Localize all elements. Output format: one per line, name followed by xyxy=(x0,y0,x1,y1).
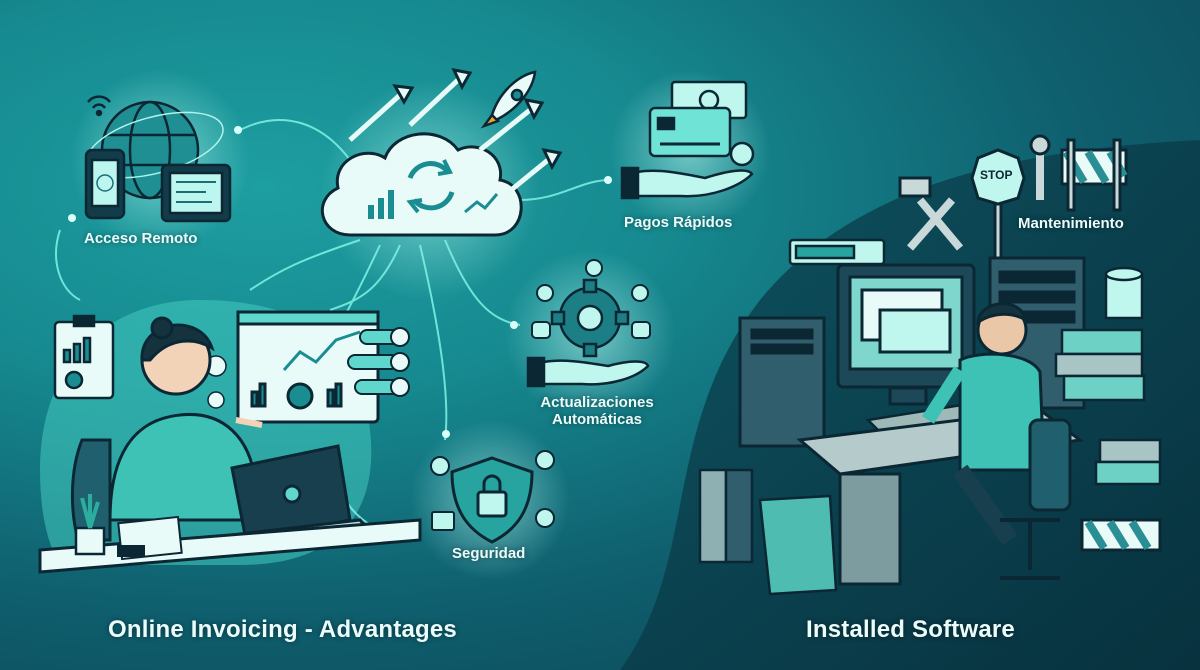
shield-icon xyxy=(450,456,534,544)
wrench-icon xyxy=(1029,134,1051,200)
binder-stack xyxy=(1054,328,1146,402)
database-icon xyxy=(1104,266,1144,320)
invoice-tags xyxy=(347,327,410,397)
woman-figure xyxy=(108,316,263,522)
hand-updates-icon xyxy=(526,356,650,388)
phone-icon xyxy=(84,148,126,220)
office-chair xyxy=(1000,418,1072,580)
wifi-icon xyxy=(87,95,111,117)
gear-icon xyxy=(550,278,630,358)
auto-updates-line1: Actualizaciones xyxy=(540,394,654,411)
robot-icon xyxy=(531,321,651,339)
barricade-bottom-icon xyxy=(1080,518,1162,552)
trend-arrow-icon xyxy=(464,193,499,214)
report-clipboard-icon xyxy=(53,314,115,400)
tools-icon xyxy=(898,176,964,251)
barricade-icon xyxy=(1060,138,1128,212)
online-invoicing-caption: Online Invoicing - Advantages xyxy=(108,616,457,643)
remote-access-label: Acceso Remoto xyxy=(84,230,198,247)
sync-icon xyxy=(406,159,455,214)
check-security-icons xyxy=(430,450,555,528)
check-icons xyxy=(536,259,649,302)
hand-icon xyxy=(620,166,754,200)
man-figure xyxy=(922,302,1046,546)
fast-payments-label: Pagos Rápidos xyxy=(624,214,733,231)
papers-icon xyxy=(117,515,183,561)
old-monitor xyxy=(836,263,976,406)
progress-bar xyxy=(788,238,886,266)
stop-sign-icon xyxy=(970,148,1026,286)
auto-updates-label: Actualizaciones Automáticas xyxy=(522,394,672,428)
coin-icon xyxy=(729,141,755,167)
file-folders-icon xyxy=(698,468,838,596)
credit-card-icon xyxy=(648,106,732,158)
desktop-tower xyxy=(738,316,826,448)
stop-sign-text: STOP xyxy=(980,168,1013,182)
connection-lines xyxy=(55,119,611,536)
rocket-icon xyxy=(480,70,537,129)
growth-arrows-icon xyxy=(348,67,563,197)
auto-updates-line2: Automáticas xyxy=(551,411,643,428)
tablet-icon xyxy=(160,163,232,223)
security-label: Seguridad xyxy=(452,545,526,562)
dashboard-screen xyxy=(236,310,380,424)
paper-stack-right xyxy=(1094,438,1162,486)
plant-icon xyxy=(74,494,106,556)
desk xyxy=(38,518,422,574)
lock-icon xyxy=(431,511,455,531)
installed-software-caption: Installed Software xyxy=(806,616,1015,643)
bar-chart-icon xyxy=(368,190,394,219)
maintenance-label: Mantenimiento xyxy=(1018,215,1124,232)
